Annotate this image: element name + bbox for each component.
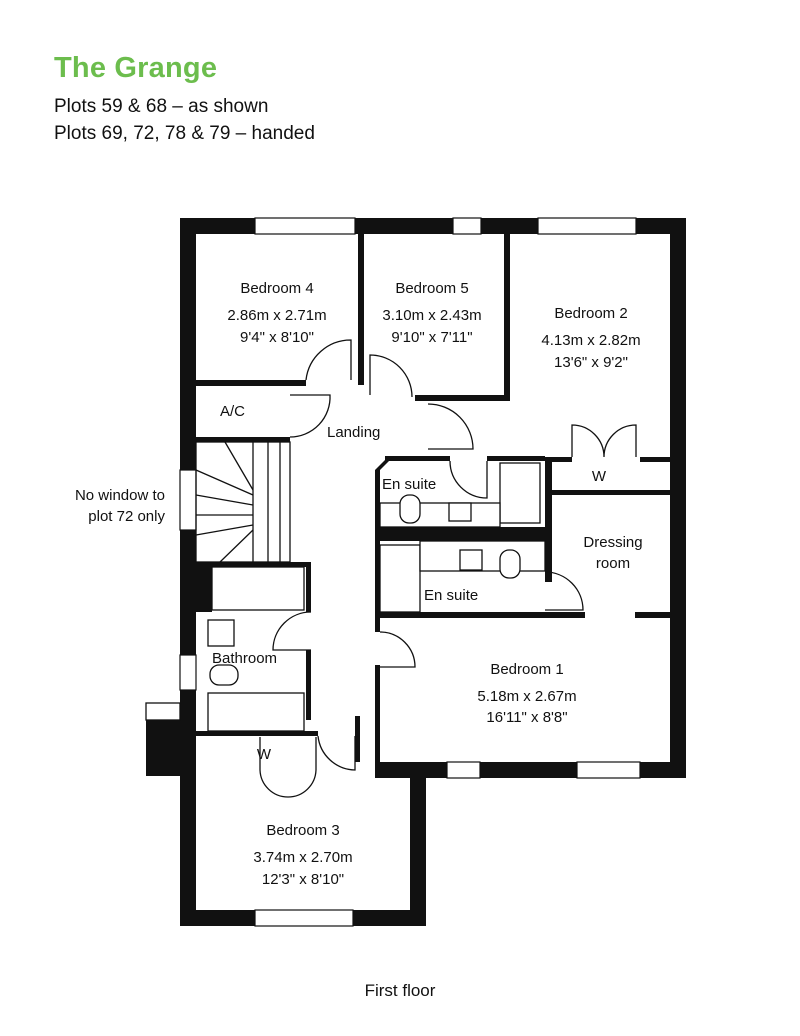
- window-note-line1: No window to: [75, 487, 165, 504]
- interior-walls: [196, 234, 670, 762]
- shower-tray: [379, 544, 421, 613]
- toilet: [399, 494, 421, 524]
- bath: [211, 566, 305, 611]
- bedroom2-label: Bedroom 2: [554, 305, 627, 322]
- sanitary-fixtures: [207, 462, 546, 732]
- bedroom2-imperial: 13'6" x 9'2": [554, 354, 628, 371]
- landing-label: Landing: [327, 424, 380, 441]
- ensuite-upper-label: En suite: [382, 476, 436, 493]
- plots-handed: Plots 69, 72, 78 & 79 – handed: [54, 123, 315, 144]
- bedroom1-label: Bedroom 1: [490, 661, 563, 678]
- basin: [207, 619, 235, 647]
- staircase: [195, 441, 291, 563]
- dressing-room-label-1: Dressing: [583, 534, 642, 551]
- toilet: [499, 549, 521, 579]
- basin: [448, 502, 472, 522]
- bedroom4-label: Bedroom 4: [240, 280, 313, 297]
- bath: [207, 692, 305, 732]
- bedroom4-metric: 2.86m x 2.71m: [227, 307, 326, 324]
- bedroom5-imperial: 9'10" x 7'11": [391, 329, 472, 346]
- ensuite-lower-label: En suite: [424, 587, 478, 604]
- shower-tray: [499, 462, 541, 524]
- bedroom2-metric: 4.13m x 2.82m: [541, 332, 640, 349]
- doors: [259, 339, 637, 798]
- bedroom3-label: Bedroom 3: [266, 822, 339, 839]
- bedroom1-metric: 5.18m x 2.67m: [477, 688, 576, 705]
- bedroom3-imperial: 12'3" x 8'10": [262, 871, 344, 888]
- plots-as-shown: Plots 59 & 68 – as shown: [54, 96, 269, 117]
- dressing-room-label-2: room: [596, 555, 630, 572]
- bedroom1-imperial: 16'11" x 8'8": [486, 709, 567, 726]
- floor-label: First floor: [365, 981, 436, 1000]
- window-note-line2: plot 72 only: [88, 508, 165, 525]
- bedroom4-imperial: 9'4" x 8'10": [240, 329, 314, 346]
- ac-label: A/C: [220, 403, 245, 420]
- wardrobe-label: W: [592, 468, 607, 485]
- basin: [459, 549, 483, 571]
- bedroom3-metric: 3.74m x 2.70m: [253, 849, 352, 866]
- bedroom5-label: Bedroom 5: [395, 280, 468, 297]
- toilet: [209, 664, 239, 686]
- wardrobe-label: W: [257, 746, 272, 763]
- windows: [179, 217, 641, 927]
- development-title: The Grange: [54, 52, 218, 84]
- bedroom5-metric: 3.10m x 2.43m: [382, 307, 481, 324]
- bathroom-label: Bathroom: [212, 650, 277, 667]
